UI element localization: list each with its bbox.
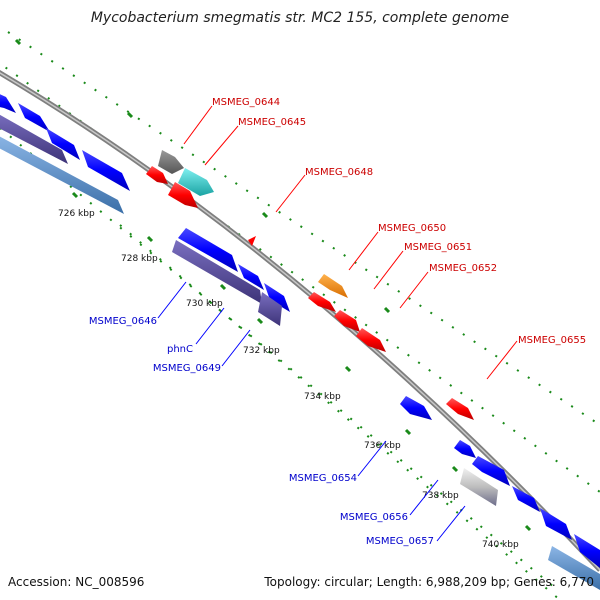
- gene-block[interactable]: [0, 134, 124, 214]
- tick-label: 734 kbp: [304, 392, 341, 402]
- gene-arrow[interactable]: [146, 166, 168, 184]
- gene-MSMEG_0657-block[interactable]: [548, 546, 600, 590]
- gene-label-MSMEG_0656[interactable]: MSMEG_0656: [340, 512, 408, 523]
- gene-label-MSMEG_0652[interactable]: MSMEG_0652: [429, 263, 497, 274]
- gene-arrow[interactable]: [18, 103, 50, 132]
- gene-label-MSMEG_0646[interactable]: MSMEG_0646: [89, 316, 157, 327]
- gene-arrow[interactable]: [356, 328, 386, 352]
- gene-label-MSMEG_0657[interactable]: MSMEG_0657: [366, 536, 434, 547]
- tick-label: 738 kbp: [422, 491, 459, 501]
- gene-MSMEG_0650-block[interactable]: [318, 274, 348, 298]
- tick-labels: 726 kbp 728 kbp 730 kbp 732 kbp 734 kbp …: [58, 209, 519, 550]
- gene-MSMEG_0646-arrow[interactable]: [178, 228, 238, 272]
- gene-arrow[interactable]: [168, 182, 198, 208]
- lower-dotted-track: [0, 127, 561, 593]
- tick-marks: [14, 38, 532, 532]
- gene-features[interactable]: [0, 92, 600, 590]
- gene-label-MSMEG_0645[interactable]: MSMEG_0645: [238, 117, 306, 128]
- inner-dotted-track: [119, 224, 561, 600]
- outer-dotted-track: [7, 31, 600, 426]
- gene-arrow[interactable]: [400, 396, 432, 420]
- gene-label-MSMEG_0644[interactable]: MSMEG_0644: [212, 97, 280, 108]
- tick-label: 732 kbp: [243, 346, 280, 356]
- gene-block[interactable]: [0, 112, 68, 164]
- gene-arrow[interactable]: [0, 92, 16, 113]
- gene-MSMEG_0656-block[interactable]: [460, 468, 498, 506]
- gene-arrow[interactable]: [512, 486, 540, 512]
- gene-arrow[interactable]: [574, 534, 600, 568]
- gene-arrow[interactable]: [540, 508, 572, 540]
- gene-label-MSMEG_0655[interactable]: MSMEG_0655: [518, 335, 586, 346]
- gene-MSMEG_0655-arrow[interactable]: [446, 398, 474, 420]
- gene-label-MSMEG_0650[interactable]: MSMEG_0650: [378, 223, 446, 234]
- gene-arrow[interactable]: [238, 264, 264, 290]
- tick-label: 728 kbp: [121, 254, 158, 264]
- gene-MSMEG_0645-block[interactable]: [178, 168, 214, 196]
- accession-text: Accession: NC_008596: [8, 575, 144, 589]
- gene-arrow[interactable]: [82, 150, 130, 191]
- gene-MSMEG_0651-arrow[interactable]: [308, 292, 336, 312]
- dotted-tracks: [0, 31, 600, 600]
- gene-label-phnC[interactable]: phnC: [167, 344, 193, 355]
- gene-phnC-block[interactable]: [172, 240, 262, 304]
- gene-MSMEG_0654-arrow[interactable]: [454, 440, 476, 458]
- gene-arrow[interactable]: [472, 456, 510, 486]
- gene-MSMEG_0652-arrow[interactable]: [334, 310, 360, 332]
- map-title: Mycobacterium smegmatis str. MC2 155, co…: [91, 10, 509, 26]
- tick-label: 730 kbp: [186, 299, 223, 309]
- gene-label-MSMEG_0648[interactable]: MSMEG_0648: [305, 167, 373, 178]
- tick-label: 740 kbp: [482, 540, 519, 550]
- gene-label-MSMEG_0651[interactable]: MSMEG_0651: [404, 242, 472, 253]
- gene-MSMEG_0648-arrow[interactable]: [248, 236, 256, 246]
- tick-label: 726 kbp: [58, 209, 95, 219]
- gene-label-MSMEG_0654[interactable]: MSMEG_0654: [289, 473, 357, 484]
- genome-backbone: [0, 70, 600, 572]
- gene-MSMEG_0644-block[interactable]: [158, 150, 184, 174]
- forward-gene-labels[interactable]: MSMEG_0644 MSMEG_0645 MSMEG_0648 MSMEG_0…: [183, 97, 586, 380]
- gene-label-MSMEG_0649[interactable]: MSMEG_0649: [153, 363, 221, 374]
- gene-MSMEG_0649-block[interactable]: [258, 292, 282, 326]
- genome-summary-text: Topology: circular; Length: 6,988,209 bp…: [263, 575, 594, 589]
- gene-arrow[interactable]: [264, 283, 290, 312]
- gene-arrow[interactable]: [46, 128, 80, 160]
- reverse-gene-labels[interactable]: MSMEG_0646 phnC MSMEG_0649 MSMEG_0654 MS…: [89, 281, 466, 547]
